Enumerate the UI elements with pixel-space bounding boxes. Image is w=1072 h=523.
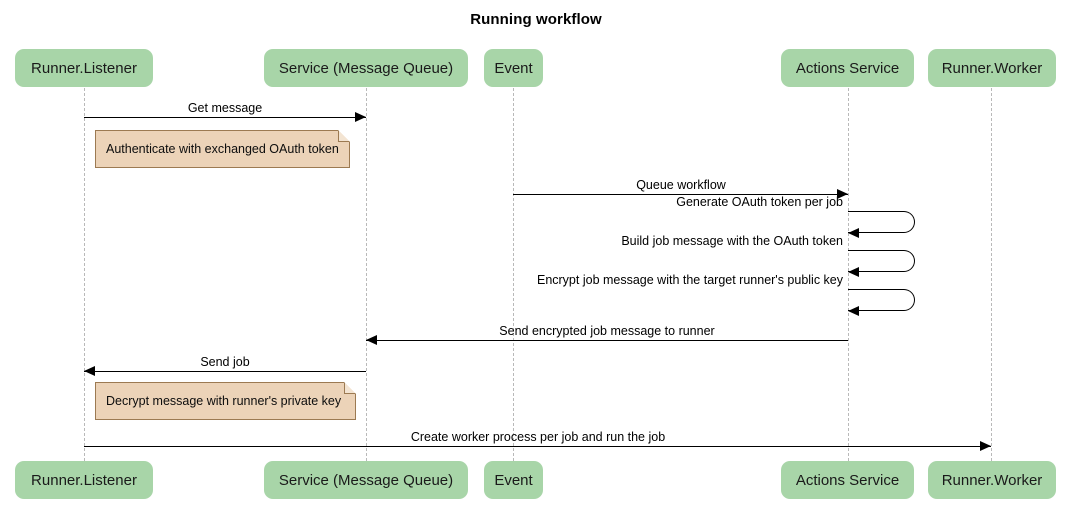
lifeline-runner-worker (991, 88, 992, 461)
self-call-loop (848, 250, 915, 272)
arrowhead-left-icon (848, 305, 859, 316)
message-line (366, 340, 848, 341)
message-line (513, 194, 848, 195)
arrowhead-left-icon (84, 366, 95, 376)
participant-runner-worker-bottom[interactable]: Runner.Worker (928, 461, 1056, 499)
note-decrypt-message-with-runners-private-key[interactable]: Decrypt message with runner's private ke… (95, 382, 356, 420)
arrowhead-left-icon (848, 266, 859, 277)
note-label: Decrypt message with runner's private ke… (106, 394, 342, 408)
self-call-loop (848, 289, 915, 311)
participant-runner-worker-top[interactable]: Runner.Worker (928, 49, 1056, 87)
message-label: Build job message with the OAuth token (621, 234, 843, 248)
participant-actions-service-bottom[interactable]: Actions Service (781, 461, 914, 499)
self-call-loop (848, 211, 915, 233)
message-line (84, 371, 366, 372)
message-label: Send encrypted job message to runner (499, 324, 715, 338)
message-label: Send job (200, 355, 250, 369)
arrowhead-left-icon (848, 227, 859, 238)
note-authenticate-with-exchanged-oauth-token[interactable]: Authenticate with exchanged OAuth token (95, 130, 350, 168)
participant-event-top[interactable]: Event (484, 49, 543, 87)
lifeline-event (513, 88, 514, 461)
message-label: Get message (187, 101, 263, 115)
message-label: Queue workflow (636, 178, 726, 192)
participant-runner-listener-bottom[interactable]: Runner.Listener (15, 461, 153, 499)
message-line (84, 446, 991, 447)
arrowhead-right-icon (980, 441, 991, 451)
message-label: Encrypt job message with the target runn… (536, 273, 843, 287)
message-label: Generate OAuth token per job (676, 195, 843, 209)
page-title: Running workflow (470, 11, 602, 28)
arrowhead-left-icon (366, 335, 377, 345)
message-label: Create worker process per job and run th… (410, 430, 666, 444)
note-label: Authenticate with exchanged OAuth token (106, 142, 339, 156)
participant-runner-listener-top[interactable]: Runner.Listener (15, 49, 153, 87)
lifeline-service-message-queue (366, 88, 367, 461)
participant-event-bottom[interactable]: Event (484, 461, 543, 499)
lifeline-runner-listener (84, 88, 85, 461)
participant-service-message-queue-bottom[interactable]: Service (Message Queue) (264, 461, 468, 499)
message-line (84, 117, 366, 118)
arrowhead-right-icon (837, 189, 848, 199)
participant-actions-service-top[interactable]: Actions Service (781, 49, 914, 87)
arrowhead-right-icon (355, 112, 366, 122)
participant-service-message-queue-top[interactable]: Service (Message Queue) (264, 49, 468, 87)
